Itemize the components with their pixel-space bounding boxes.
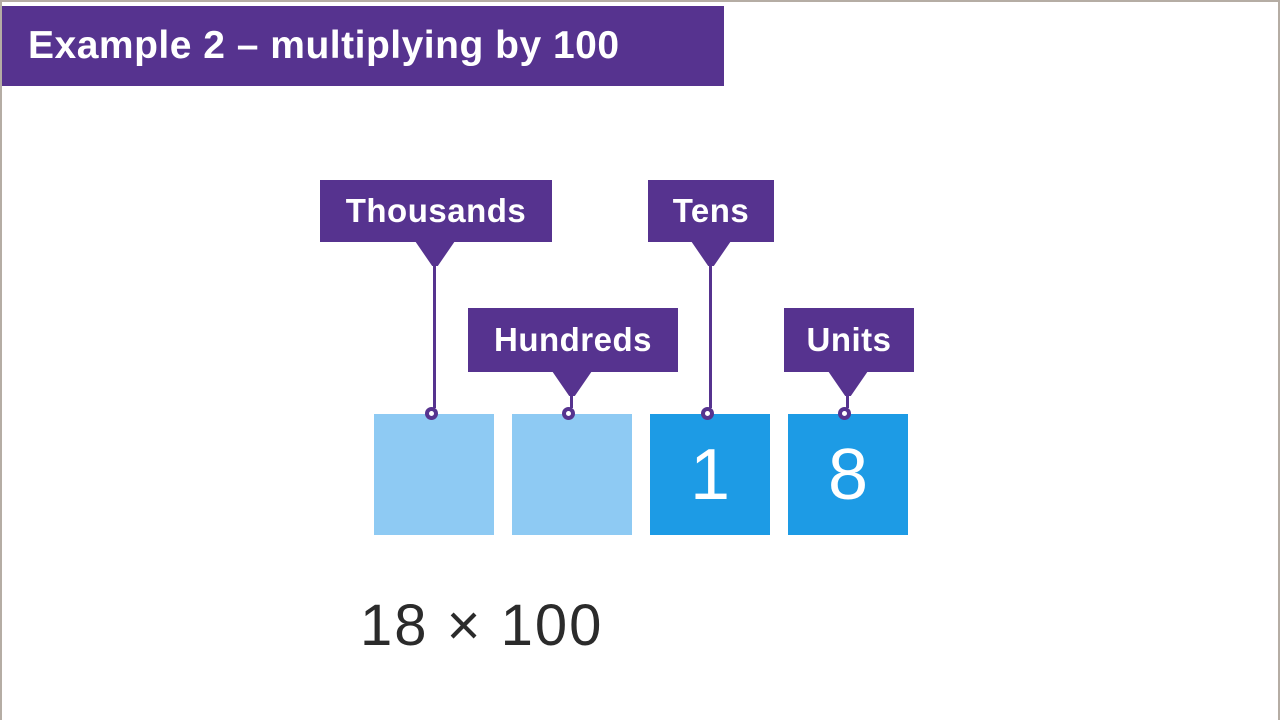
connector-circle-tens: [701, 407, 714, 420]
slide-title: Example 2 – multiplying by 100: [28, 24, 620, 67]
connector-circle-hundreds: [562, 407, 575, 420]
label-tens: Tens: [648, 180, 774, 242]
label-hundreds-text: Hundreds: [493, 321, 652, 358]
place-value-box-hundreds: [512, 414, 632, 535]
label-thousands: Thousands: [320, 180, 552, 242]
connector-line-hundreds: [570, 372, 573, 408]
connector-circle-thousands: [425, 407, 438, 420]
place-value-box-units: 8: [788, 414, 908, 535]
equation-text: 18 × 100: [360, 593, 604, 658]
digit-units: 8: [827, 434, 869, 515]
title-banner: Example 2 – multiplying by 100: [2, 6, 724, 86]
place-value-box-tens: 1: [650, 414, 770, 535]
connector-circle-units: [838, 407, 851, 420]
label-thousands-text: Thousands: [345, 192, 527, 229]
label-hundreds: Hundreds: [468, 308, 678, 372]
label-units-text: Units: [806, 321, 892, 358]
connector-line-thousands: [433, 242, 436, 408]
label-units: Units: [784, 308, 914, 372]
connector-line-units: [846, 372, 849, 408]
place-value-box-thousands: [374, 414, 494, 535]
label-tens-text: Tens: [672, 192, 750, 229]
digit-tens: 1: [689, 434, 731, 515]
connector-line-tens: [709, 242, 712, 408]
